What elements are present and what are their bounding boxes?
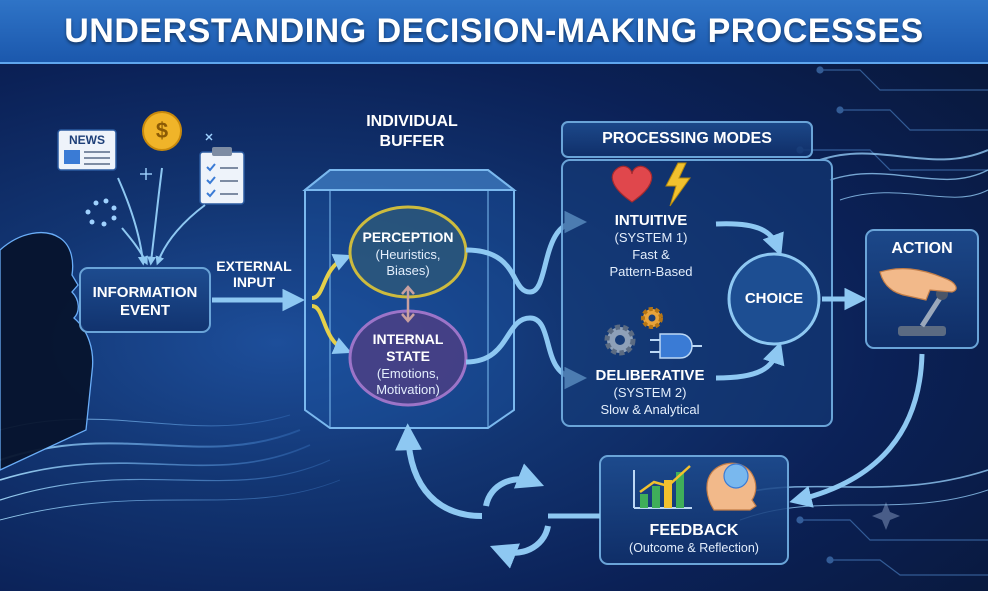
signal-dots-icon: [85, 198, 117, 227]
page-title: UNDERSTANDING DECISION-MAKING PROCESSES: [64, 12, 924, 50]
intuitive-line2: Fast &: [632, 247, 670, 262]
intuitive-title: INTUITIVE: [614, 212, 688, 229]
individual-buffer-label-line2: BUFFER: [379, 133, 445, 150]
processing-modes-title: PROCESSING MODES: [602, 130, 772, 147]
intuitive-line3: Pattern-Based: [609, 264, 693, 279]
buffer-input-arrows: [311, 254, 352, 354]
perception-title: PERCEPTION: [362, 229, 454, 245]
news-icon-label: NEWS: [69, 133, 105, 147]
deliberative-to-choice-arrow: [715, 341, 785, 381]
choice-circle: [727, 252, 821, 346]
sparkle-icon: [872, 502, 900, 530]
perception-subtitle-line2: Biases): [386, 263, 430, 278]
internal-state-subtitle-line1: (Emotions,: [376, 366, 440, 381]
internal-state-subtitle-line2: Motivation): [376, 382, 440, 397]
choice-label: CHOICE: [744, 290, 804, 307]
lightning-icon: [665, 162, 691, 207]
intuitive-line1: (SYSTEM 1): [614, 230, 688, 245]
sparkle-small-icon: [140, 133, 213, 180]
to-intuitive-arrow: [465, 210, 587, 295]
processing-modes-header: [561, 121, 813, 158]
individual-buffer-label-line1: INDIVIDUAL: [366, 113, 458, 130]
bar-chart-icon: [633, 465, 692, 509]
feedback-title: FEEDBACK: [649, 522, 739, 539]
heart-icon: [611, 165, 653, 203]
cycle-to-buffer-arrow: [395, 423, 483, 519]
intuitive-to-choice-arrow: [715, 221, 784, 257]
deliberative-line2: Slow & Analytical: [600, 402, 700, 417]
information-event-box: [79, 267, 211, 333]
clipboard-icon: [199, 147, 245, 205]
info-converging-lines: [117, 167, 206, 266]
internal-state-title-line2: STATE: [386, 348, 430, 364]
head-thinking-icon: [706, 462, 757, 511]
to-deliberative-arrow: [465, 315, 587, 390]
external-input-label-line1: EXTERNAL: [216, 258, 292, 274]
hand-lever-icon: [879, 268, 957, 336]
internal-state-title-line1: INTERNAL: [372, 331, 444, 347]
information-event-label-line2: EVENT: [119, 302, 170, 319]
cycle-arrows-icon: [483, 463, 551, 569]
circuit-lines-bottom-right: [796, 502, 988, 576]
person-silhouette-icon: [0, 232, 94, 471]
dollar-icon: [142, 111, 182, 151]
news-icon: [57, 129, 117, 171]
feedback-subtitle: (Outcome & Reflection): [629, 541, 759, 555]
action-label: ACTION: [891, 240, 953, 257]
external-input-label-line2: INPUT: [233, 274, 275, 290]
action-to-feedback-arrow: [789, 353, 925, 508]
title-banner: UNDERSTANDING DECISION-MAKING PROCESSES: [0, 0, 988, 64]
perception-subtitle-line1: (Heuristics,: [375, 247, 441, 262]
deliberative-title: DELIBERATIVE: [595, 367, 705, 384]
perception-state-connector: [401, 285, 415, 323]
gear-icon: [604, 307, 663, 356]
deliberative-line1: (SYSTEM 2): [613, 385, 687, 400]
information-event-label-line1: INFORMATION: [92, 284, 198, 301]
logic-gate-icon: [650, 333, 702, 359]
dollar-icon-label: $: [155, 118, 169, 143]
